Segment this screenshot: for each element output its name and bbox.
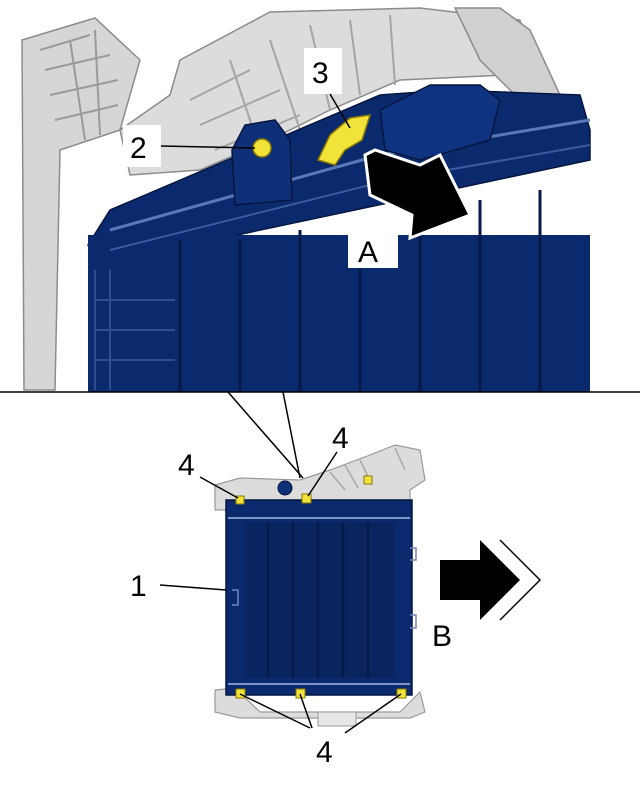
leader-line-4-bottom-b <box>299 693 313 729</box>
callout-label-b: B <box>432 620 452 653</box>
mount-post <box>231 119 293 206</box>
callout-label-4-top-middle: 4 <box>332 422 349 455</box>
callout-label-1: 1 <box>130 570 147 603</box>
radiator-left-grille <box>94 270 175 390</box>
leader-line-4-top-left <box>199 476 239 499</box>
bottom-mount-post <box>277 480 293 496</box>
leader-line-4-bottom-a <box>239 693 311 729</box>
clip-top-middle <box>301 493 312 504</box>
top-view-panel: 2 3 A <box>0 0 640 392</box>
clip-top-right <box>363 475 373 485</box>
callout-label-3: 3 <box>312 57 329 90</box>
direction-arrow-a <box>363 148 473 241</box>
leader-line-4-bottom-c <box>344 693 402 734</box>
callout-box-2 <box>123 125 161 167</box>
leader-line-4-top-mid <box>307 451 338 497</box>
clip-bottom-right <box>396 688 407 699</box>
callout-label-4-top-left: 4 <box>178 449 195 482</box>
housing-left-bracket <box>21 17 141 391</box>
callout-label-4-bottom: 4 <box>316 736 333 769</box>
radiator-fins <box>178 190 542 392</box>
direction-arrow-b <box>440 540 520 620</box>
bottom-view-panel: 4 4 1 B 4 <box>130 391 542 769</box>
radiator-front-face <box>88 235 590 392</box>
direction-arrow-b-outline <box>499 539 542 621</box>
leader-line-view-link-2 <box>282 391 301 479</box>
callout-label-a: A <box>358 236 378 269</box>
bottom-radiator-fins <box>266 522 370 678</box>
clip-top-left <box>235 495 245 505</box>
bottom-housing-duct-lattice <box>329 447 406 491</box>
mount-bolt <box>252 138 272 158</box>
callout-box-a <box>348 220 398 268</box>
leader-line-3 <box>329 93 351 129</box>
bottom-housing-lower-pad <box>317 711 357 727</box>
housing-left-ribs <box>39 29 119 141</box>
bottom-radiator-side-tabs <box>232 547 417 629</box>
leader-line-view-link-1 <box>227 391 304 479</box>
retaining-clip <box>316 114 372 166</box>
callout-box-3 <box>304 48 342 94</box>
radiator-cap-housing <box>379 84 501 161</box>
leader-line-2 <box>160 145 256 149</box>
callout-label-2: 2 <box>130 132 147 165</box>
leader-line-1 <box>159 584 227 591</box>
clip-bottom-middle <box>295 688 306 699</box>
